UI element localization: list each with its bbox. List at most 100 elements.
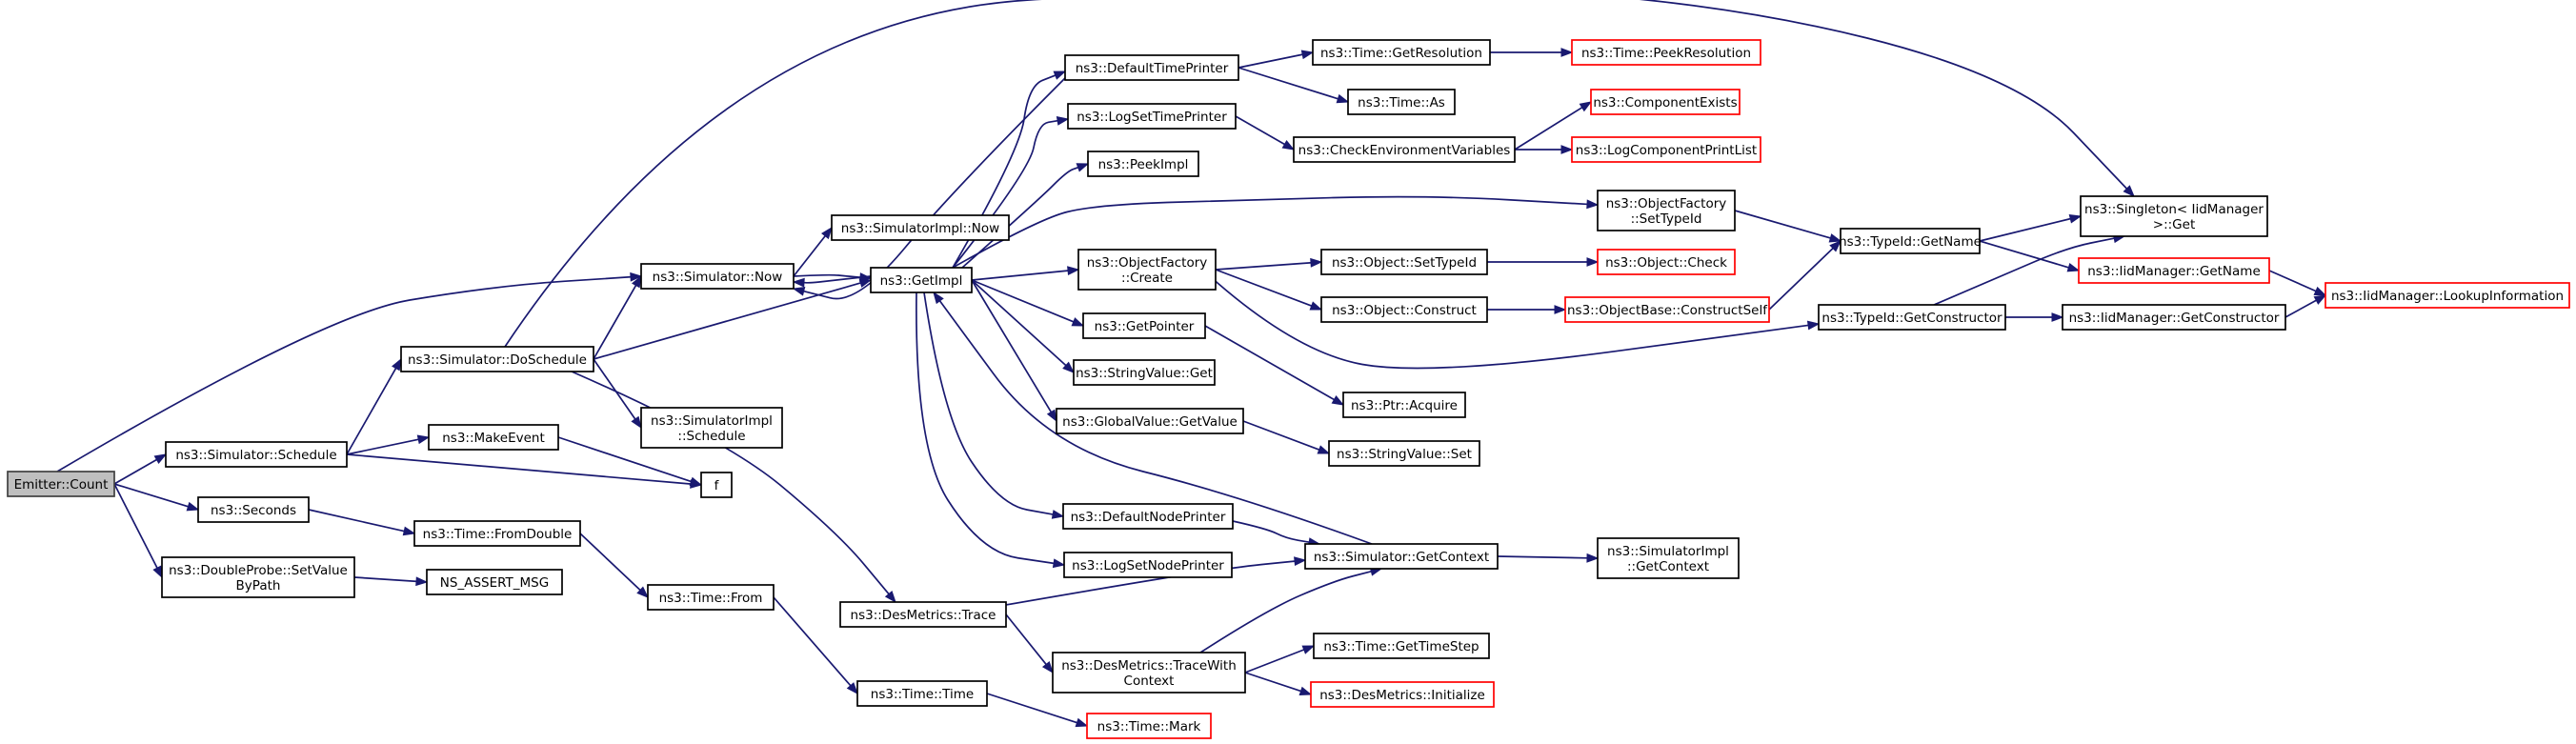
node-simimpl-now[interactable]: ns3::SimulatorImpl::Now <box>831 214 1010 241</box>
node-label: ns3::Time::GetTimeStep <box>1323 639 1479 654</box>
node-time-from[interactable]: ns3::Time::From <box>647 584 775 611</box>
node-box <box>413 520 581 547</box>
node-makeevent[interactable]: ns3::MakeEvent <box>428 424 559 451</box>
node-getimpl[interactable]: ns3::GetImpl <box>870 267 973 293</box>
node-logset-time-printer[interactable]: ns3::LogSetTimePrinter <box>1067 103 1237 130</box>
edge-line <box>2284 299 2318 318</box>
node-label: ns3::DesMetrics::Trace <box>851 608 996 623</box>
node-componentexists[interactable]: ns3::ComponentExists <box>1590 89 1741 115</box>
edge-check_env_vars-to-componentexists <box>1514 101 1593 151</box>
node-label: ns3::MakeEvent <box>442 431 545 446</box>
edge-line <box>1979 217 2072 242</box>
node-seconds[interactable]: ns3::Seconds <box>197 496 310 523</box>
node-sim-schedule[interactable]: ns3::Simulator::Schedule <box>165 441 348 468</box>
node-label: ns3::Object::Check <box>1605 255 1727 271</box>
node-ns-assert-msg[interactable]: NS_ASSERT_MSG <box>426 569 563 595</box>
node-f[interactable]: f <box>700 472 733 498</box>
node-box <box>7 471 115 497</box>
node-simimpl-getcontext[interactable]: ns3::SimulatorImpl::GetContext <box>1597 537 1740 579</box>
node-obj-settypeid[interactable]: ns3::Object::SetTypeId <box>1320 249 1488 275</box>
edge-arrowhead <box>1300 50 1315 60</box>
edge-arrowhead <box>392 357 402 372</box>
node-singleton-get[interactable]: ns3::Singleton< IidManager >::Get <box>2080 195 2268 237</box>
edge-line <box>593 284 637 360</box>
node-desm-trace[interactable]: ns3::DesMetrics::Trace <box>839 601 1007 628</box>
node-peekimpl[interactable]: ns3::PeekImpl <box>1087 151 1199 177</box>
node-logcomponentprintlist[interactable]: ns3::LogComponentPrintList <box>1571 136 1761 163</box>
node-logset-node-printer[interactable]: ns3::LogSetNodePrinter <box>1063 552 1233 578</box>
node-time-fromdouble[interactable]: ns3::Time::FromDouble <box>413 520 581 547</box>
node-iidmanager-lookupinfo[interactable]: ns3::IidManager::LookupInformation <box>2324 282 2570 309</box>
node-box <box>1086 713 1212 739</box>
node-label: ns3::TypeId::GetConstructor <box>1821 311 2002 326</box>
node-of-create[interactable]: ns3::ObjectFactory::Create <box>1077 249 1217 291</box>
node-default-time-printer[interactable]: ns3::DefaultTimePrinter <box>1064 54 1239 81</box>
node-time-time[interactable]: ns3::Time::Time <box>856 680 988 707</box>
node-box <box>400 346 594 372</box>
edge-of_create-to-obj_settypeid <box>1215 257 1323 271</box>
node-default-node-printer[interactable]: ns3::DefaultNodePrinter <box>1062 503 1234 530</box>
node-time-getresolution[interactable]: ns3::Time::GetResolution <box>1312 39 1491 66</box>
edge-line <box>1979 240 2070 269</box>
node-box <box>1342 392 1466 418</box>
node-emitter-count[interactable]: Emitter::Count <box>7 471 115 497</box>
node-sim-getcontext[interactable]: ns3::Simulator::GetContext <box>1304 543 1499 570</box>
node-box <box>1571 39 1761 66</box>
node-check-env-vars[interactable]: ns3::CheckEnvironmentVariables <box>1293 136 1516 163</box>
node-stringvalue-get[interactable]: ns3::StringValue::Get <box>1073 359 1216 386</box>
edge-arrowhead <box>2068 213 2083 224</box>
edge-dp_setvalue-to-ns_assert_msg <box>353 576 429 587</box>
edge-line <box>952 119 1059 269</box>
node-box <box>1073 359 1216 386</box>
node-iidmanager-getname[interactable]: ns3::IidManager::GetName <box>2078 257 2270 284</box>
node-box <box>1597 249 1736 275</box>
node-iidmanager-getconstructor[interactable]: ns3::IidManager::GetConstructor <box>2062 304 2286 331</box>
edge-check_env_vars-to-logcomponentprintlist <box>1515 145 1574 154</box>
node-obj-check[interactable]: ns3::Object::Check <box>1597 249 1736 275</box>
node-gv-getvalue[interactable]: ns3::GlobalValue::GetValue <box>1056 408 1244 434</box>
edge-line <box>1005 613 1048 666</box>
node-desm-initialize[interactable]: ns3::DesMetrics::Initialize <box>1310 681 1495 708</box>
edge-arrowhead <box>2313 286 2327 296</box>
node-simimpl-schedule[interactable]: ns3::SimulatorImpl::Schedule <box>640 407 783 449</box>
edge-sim_schedule-to-f <box>346 453 703 489</box>
node-typeid-getname[interactable]: ns3::TypeId::GetName <box>1839 228 1982 254</box>
node-box <box>1087 151 1199 177</box>
node-time-as[interactable]: ns3::Time::As <box>1347 89 1456 115</box>
node-ptr-acquire[interactable]: ns3::Ptr::Acquire <box>1342 392 1466 418</box>
node-typeid-getconstructor[interactable]: ns3::TypeId::GetConstructor <box>1818 304 2006 331</box>
node-box <box>165 441 348 468</box>
edge-iidmanager_getconstructor-to-iidmanager_lookupinfo <box>2284 294 2327 318</box>
node-label: ns3::Time::PeekResolution <box>1581 46 1751 61</box>
edge-line <box>1734 210 1832 240</box>
node-box <box>2080 195 2268 237</box>
node-label: ns3::Ptr::Acquire <box>1351 398 1458 413</box>
edge-arrowhead <box>689 476 703 487</box>
node-getpointer[interactable]: ns3::GetPointer <box>1082 312 1206 339</box>
node-time-peekresolution[interactable]: ns3::Time::PeekResolution <box>1571 39 1761 66</box>
node-box <box>1304 543 1499 570</box>
node-label: ns3::ComponentExists <box>1593 95 1737 111</box>
edge-arrowhead <box>1067 266 1080 276</box>
edge-line <box>802 75 1068 300</box>
edge-line <box>579 533 642 592</box>
node-time-gettimestep[interactable]: ns3::Time::GetTimeStep <box>1313 633 1490 659</box>
edge-line <box>113 483 190 508</box>
node-time-mark[interactable]: ns3::Time::Mark <box>1086 713 1212 739</box>
node-sim-now[interactable]: ns3::Simulator::Now <box>640 263 795 290</box>
node-of-settypeid[interactable]: ns3::ObjectFactory::SetTypeId <box>1597 190 1736 231</box>
edge-arrowhead <box>1046 409 1057 423</box>
node-objbase-constructself[interactable]: ns3::ObjectBase::ConstructSelf <box>1564 296 1770 323</box>
edge-arrowhead <box>1309 301 1323 311</box>
node-sim-doschedule[interactable]: ns3::Simulator::DoSchedule <box>400 346 594 372</box>
node-label: ::Schedule <box>677 429 745 444</box>
node-box <box>1052 652 1246 694</box>
node-obj-construct[interactable]: ns3::Object::Construct <box>1320 296 1488 323</box>
edge-arrowhead <box>1586 553 1600 563</box>
edge-of_create-to-typeid_getconstructor <box>1209 275 1821 370</box>
node-stringvalue-set[interactable]: ns3::StringValue::Set <box>1328 440 1480 467</box>
edge-obj_settypeid-to-obj_check <box>1487 257 1600 267</box>
node-box <box>1840 228 1981 254</box>
